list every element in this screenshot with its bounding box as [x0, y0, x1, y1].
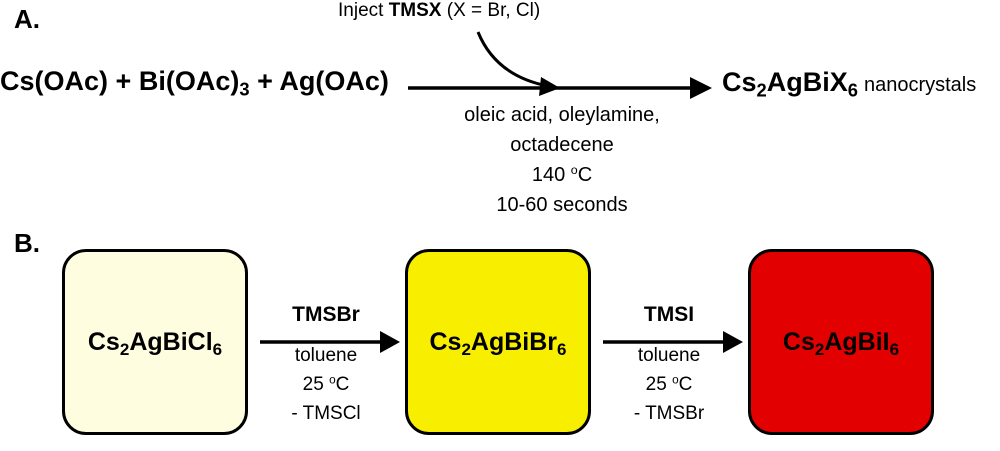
- plus-sign-1: +: [115, 66, 132, 96]
- product-agbix: AgBiX: [766, 67, 848, 97]
- inject-prefix: Inject: [338, 0, 389, 21]
- main-reaction-arrow-head: [690, 77, 712, 99]
- box-1-formula: Cs2AgBiCl6: [87, 327, 223, 359]
- box-3-formula: Cs2AgBiI6: [782, 327, 900, 359]
- box-cs2agbicl6: Cs2AgBiCl6: [62, 249, 248, 435]
- box-3-sub1: 2: [814, 339, 825, 359]
- step-2-solvent: toluene: [637, 345, 701, 366]
- step-2-reagent: TMSI: [643, 303, 695, 326]
- step-1-reagent: TMSBr: [292, 303, 360, 326]
- box-2-pre: Cs: [429, 327, 462, 356]
- step-2-conditions: toluene 25 oC - TMSBr: [593, 341, 745, 428]
- panel-a-label: A.: [14, 4, 40, 34]
- box-2-sub2: 6: [557, 339, 567, 359]
- inject-label: Inject TMSX (X = Br, Cl): [338, 0, 540, 22]
- step-1-temp-degree: o: [329, 373, 336, 387]
- box-1-sub1: 2: [119, 339, 130, 359]
- conditions-line-2: octadecene: [510, 134, 614, 156]
- box-3-mid: AgBiI: [824, 327, 890, 356]
- product-formula: Cs2AgBiX6: [722, 67, 858, 99]
- reactant-bi-oac3: Bi(OAc)3: [138, 66, 250, 98]
- product-suffix: nanocrystals: [863, 74, 977, 96]
- reaction-conditions: oleic acid, oleylamine, octadecene 140 o…: [430, 100, 694, 220]
- step-2-temperature: 25 oC: [593, 370, 745, 399]
- box-cs2agbii6: Cs2AgBiI6: [748, 249, 934, 435]
- conditions-time: 10-60 seconds: [496, 194, 628, 216]
- box-1-mid: AgBiCl: [129, 327, 213, 356]
- inject-suffix: (X = Br, Cl): [441, 0, 541, 21]
- reactant-bi-oac-main: Bi(OAc): [138, 66, 240, 96]
- step-2-temp-unit: C: [678, 374, 693, 395]
- step-1-temperature: 25 oC: [248, 370, 404, 399]
- step-1-conditions: toluene 25 oC - TMSCl: [248, 341, 404, 428]
- panel-b-label: B.: [14, 228, 40, 258]
- reactant-ag-oac: Ag(OAc): [279, 66, 389, 96]
- box-2-sub1: 2: [461, 339, 471, 359]
- inject-curved-arrow: [476, 31, 549, 88]
- reactant-bi-oac-subscript: 3: [239, 78, 250, 100]
- temp-degree: o: [570, 163, 578, 178]
- reactants: Cs(OAc) + Bi(OAc)3 + Ag(OAc): [0, 66, 389, 98]
- box-cs2agbibr6: Cs2AgBiBr6: [405, 249, 591, 435]
- conditions-line-1: oleic acid, oleylamine,: [464, 104, 660, 126]
- step-2-byproduct: - TMSBr: [633, 403, 705, 424]
- step1-arrow-head: [380, 331, 400, 353]
- inject-reagent: TMSX: [388, 0, 442, 21]
- box-3-pre: Cs: [782, 327, 815, 356]
- box-2-mid: AgBiBr: [470, 327, 558, 356]
- box-1-pre: Cs: [87, 327, 120, 356]
- step2-arrow-head: [723, 331, 743, 353]
- step-2-temp-value: 25: [645, 374, 673, 395]
- inject-arrow-head: [539, 77, 560, 96]
- temp-unit: C: [577, 164, 593, 186]
- temp-value: 140: [531, 164, 571, 186]
- step-2-temp-degree: o: [672, 373, 679, 387]
- step-1-byproduct: - TMSCl: [291, 403, 361, 424]
- conditions-temperature: 140 oC: [430, 160, 694, 190]
- reactant-cs-oac: Cs(OAc): [0, 66, 109, 96]
- product-x-subscript: 6: [847, 79, 858, 101]
- step-1-solvent: toluene: [294, 345, 358, 366]
- box-2-formula: Cs2AgBiBr6: [429, 327, 567, 359]
- product-cs: Cs: [722, 67, 757, 97]
- product-cs-subscript: 2: [756, 79, 767, 101]
- step-1-temp-value: 25: [302, 374, 330, 395]
- plus-sign-2: +: [257, 66, 273, 96]
- step-1-temp-unit: C: [335, 374, 350, 395]
- box-1-sub2: 6: [212, 339, 223, 359]
- box-3-sub2: 6: [889, 339, 900, 359]
